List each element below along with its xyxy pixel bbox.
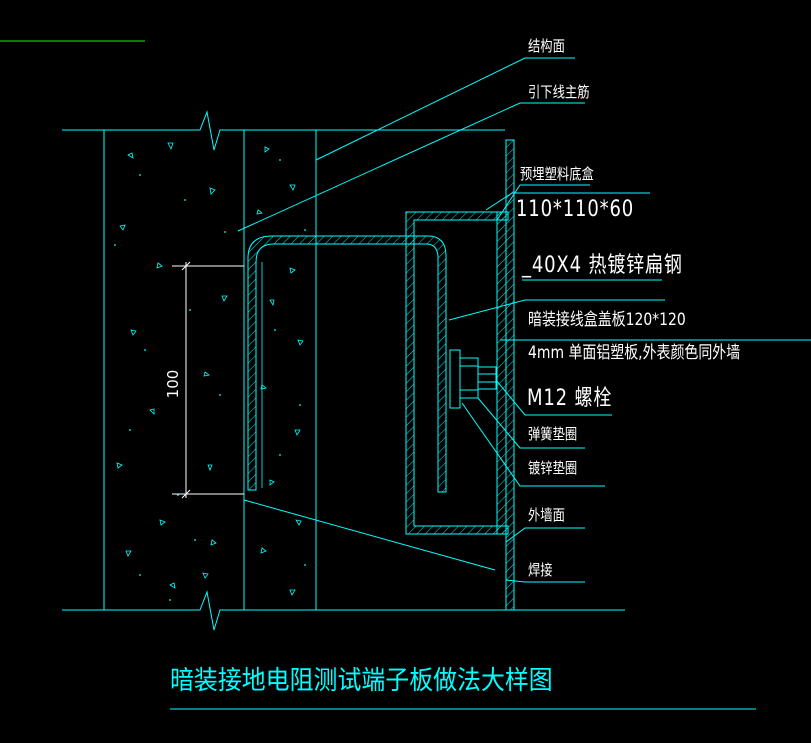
label-weld: 焊接 [528,561,553,579]
label-galv-washer: 镀锌垫圈 [528,459,578,477]
drawing-title: 暗装接地电阻测试端子板做法大样图 [170,666,553,696]
leader-lines [237,57,811,583]
bolt-assembly [449,349,497,409]
cover-plate-inner [496,211,507,535]
concrete-fill [116,142,304,596]
label-spring-washer: 弹簧垫圈 [528,425,578,443]
label-cover-material: 4mm 单面铝塑板,外表颜色同外墙 [528,343,741,363]
label-box-name: 预埋塑料底盒 [520,165,594,183]
dimension-line [172,261,244,499]
dimension-value: 100 [164,370,182,399]
concrete-dots [114,159,306,601]
label-outer-wall: 外墙面 [528,506,565,524]
label-box-size: 110*110*60 [516,197,635,222]
label-cover-plate: 暗装接线盒盖板120*120 [528,310,686,330]
plastic-box [405,211,509,535]
label-bolt: M12 螺栓 [527,386,613,411]
flat-steel-bar [247,235,447,493]
label-structure-face: 结构面 [528,37,565,55]
wall-lines [62,110,625,631]
label-down-conductor: 引下线主筋 [528,83,590,101]
label-flat-steel: _40X4 热镀锌扁钢 [522,253,683,278]
